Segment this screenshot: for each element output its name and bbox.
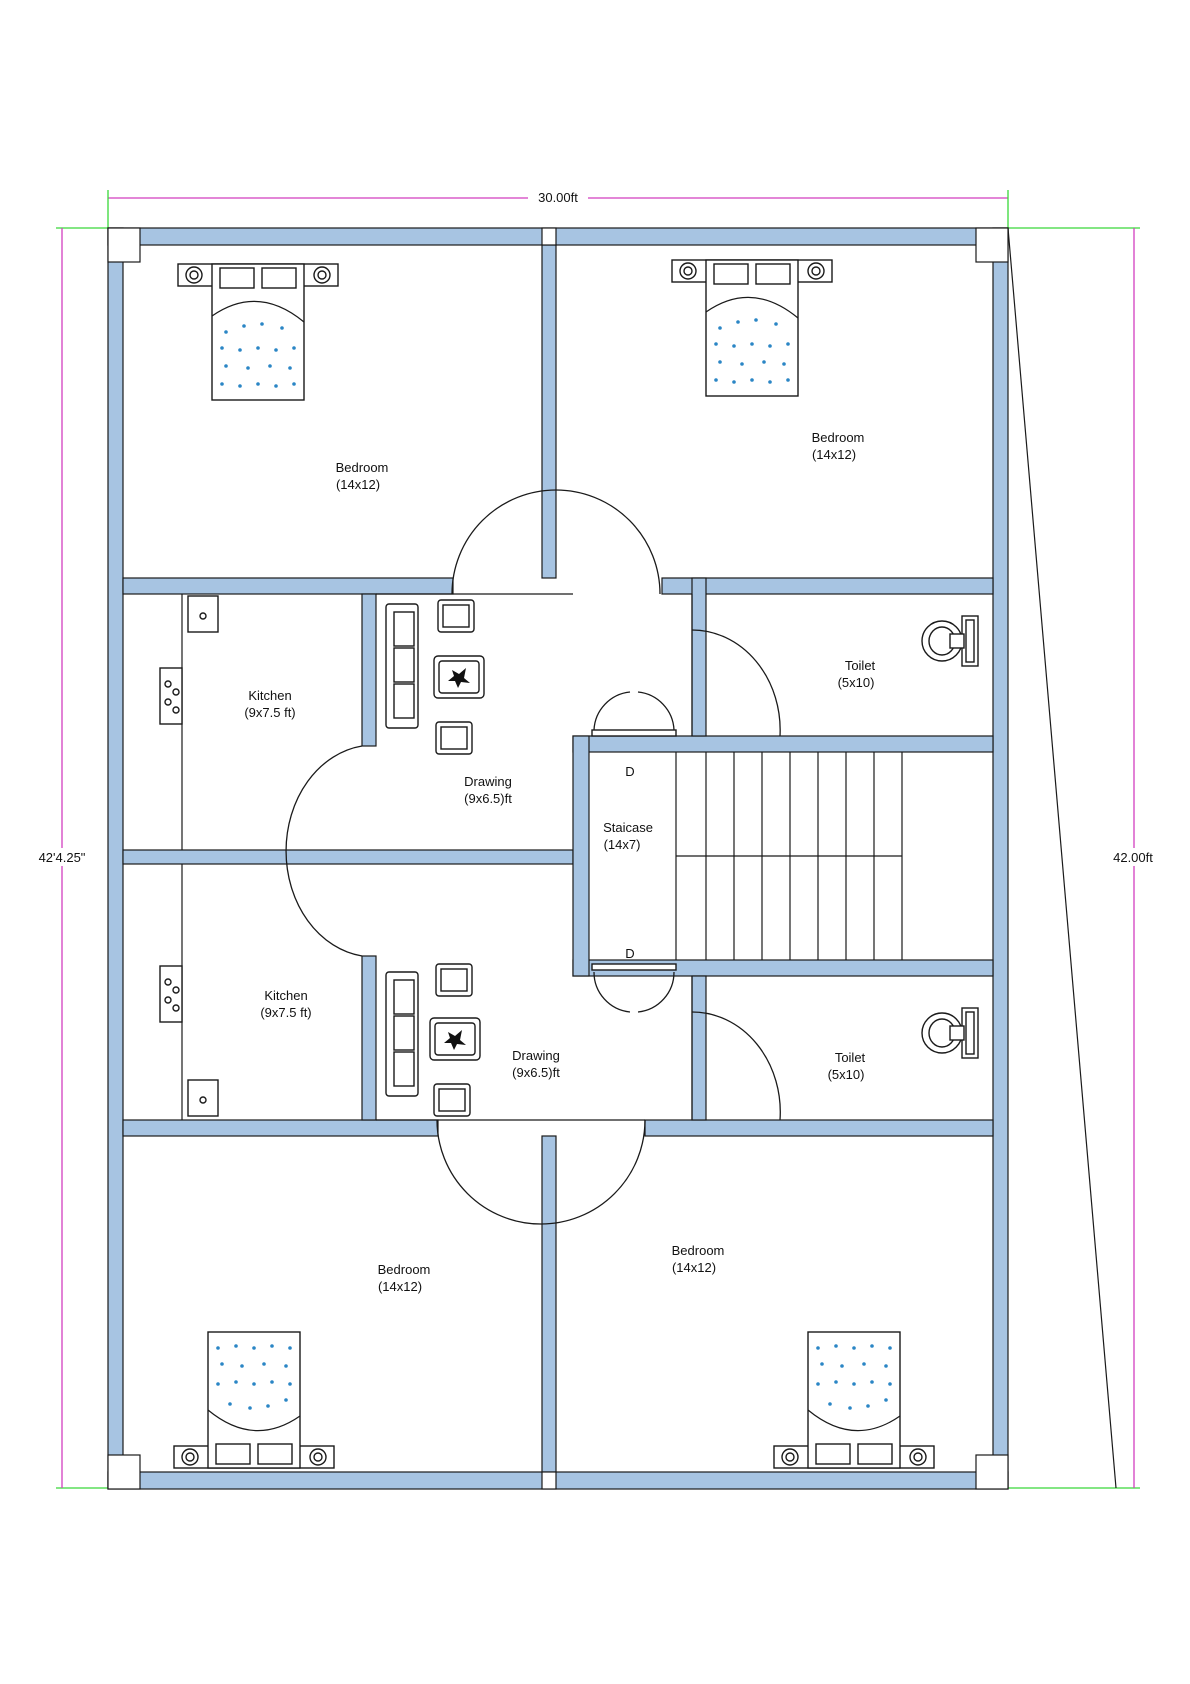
sink-icon xyxy=(187,1079,219,1117)
armchair-icon xyxy=(435,721,473,755)
kitchen-lower-name: Kitchen xyxy=(264,988,307,1003)
dimension-right-height: 42.00ft xyxy=(1007,227,1164,1489)
sofa-icon xyxy=(385,603,419,729)
toilet-lower-size: (5x10) xyxy=(828,1067,865,1082)
staircase-steps: D D xyxy=(625,752,903,961)
wc-icon xyxy=(921,615,979,667)
bedroom-top-right-size: (14x12) xyxy=(812,447,856,462)
bedroom-bottom-left-name: Bedroom xyxy=(378,1262,431,1277)
double-bed-icon xyxy=(177,263,339,401)
diagonal-line xyxy=(1007,227,1117,1489)
drawing-upper-name: Drawing xyxy=(464,774,512,789)
drawing-lower-name: Drawing xyxy=(512,1048,560,1063)
left-height-dimension-text: 42'4.25" xyxy=(39,850,86,865)
door-arc-toilet-upper xyxy=(691,629,781,737)
kitchen-lower-size: (9x7.5 ft) xyxy=(260,1005,311,1020)
bedroom-bottom-right-name: Bedroom xyxy=(672,1243,725,1258)
door-arc-kitchens xyxy=(285,745,363,957)
coffee-table-icon xyxy=(433,655,485,699)
armchair-icon xyxy=(433,1083,471,1117)
width-dimension-text: 30.00ft xyxy=(538,190,578,205)
walls xyxy=(107,227,1009,1490)
bedroom-bottom-left-size: (14x12) xyxy=(378,1279,422,1294)
doors xyxy=(285,489,781,1225)
room-labels: Bedroom (14x12) Bedroom (14x12) Kitchen … xyxy=(244,430,875,1294)
kitchen-upper-size: (9x7.5 ft) xyxy=(244,705,295,720)
double-bed-icon xyxy=(671,259,833,397)
wc-icon xyxy=(921,1007,979,1059)
stove-icon xyxy=(159,965,183,1023)
door-arc-bottom-bedrooms xyxy=(436,1119,646,1225)
staircase-name: Staicase xyxy=(603,820,653,835)
sink-icon xyxy=(187,595,219,633)
armchair-icon xyxy=(437,599,475,633)
bedroom-top-left-name: Bedroom xyxy=(336,460,389,475)
toilet-lower-name: Toilet xyxy=(835,1050,866,1065)
bedroom-top-left-size: (14x12) xyxy=(336,477,380,492)
coffee-table-icon xyxy=(429,1017,481,1061)
double-bed-icon xyxy=(173,1331,335,1469)
kitchen-upper-name: Kitchen xyxy=(248,688,291,703)
bedroom-bottom-right-size: (14x12) xyxy=(672,1260,716,1275)
sofa-icon xyxy=(385,971,419,1097)
bedroom-top-right-name: Bedroom xyxy=(812,430,865,445)
toilet-upper-size: (5x10) xyxy=(838,675,875,690)
drawing-upper-size: (9x6.5)ft xyxy=(464,791,512,806)
double-bed-icon xyxy=(773,1331,935,1469)
stair-mark-lower: D xyxy=(625,946,634,961)
staircase-size: (14x7) xyxy=(604,837,641,852)
stove-icon xyxy=(159,667,183,725)
dimension-left-height: 42'4.25" xyxy=(30,227,108,1489)
dimension-width: 30.00ft xyxy=(107,188,1009,228)
door-arc-top-bedrooms xyxy=(451,489,661,595)
toilet-upper-name: Toilet xyxy=(845,658,876,673)
stair-mark-upper: D xyxy=(625,764,634,779)
door-arc-toilet-lower xyxy=(691,1011,781,1121)
right-height-dimension-text: 42.00ft xyxy=(1113,850,1153,865)
armchair-icon xyxy=(435,963,473,997)
drawing-lower-size: (9x6.5)ft xyxy=(512,1065,560,1080)
